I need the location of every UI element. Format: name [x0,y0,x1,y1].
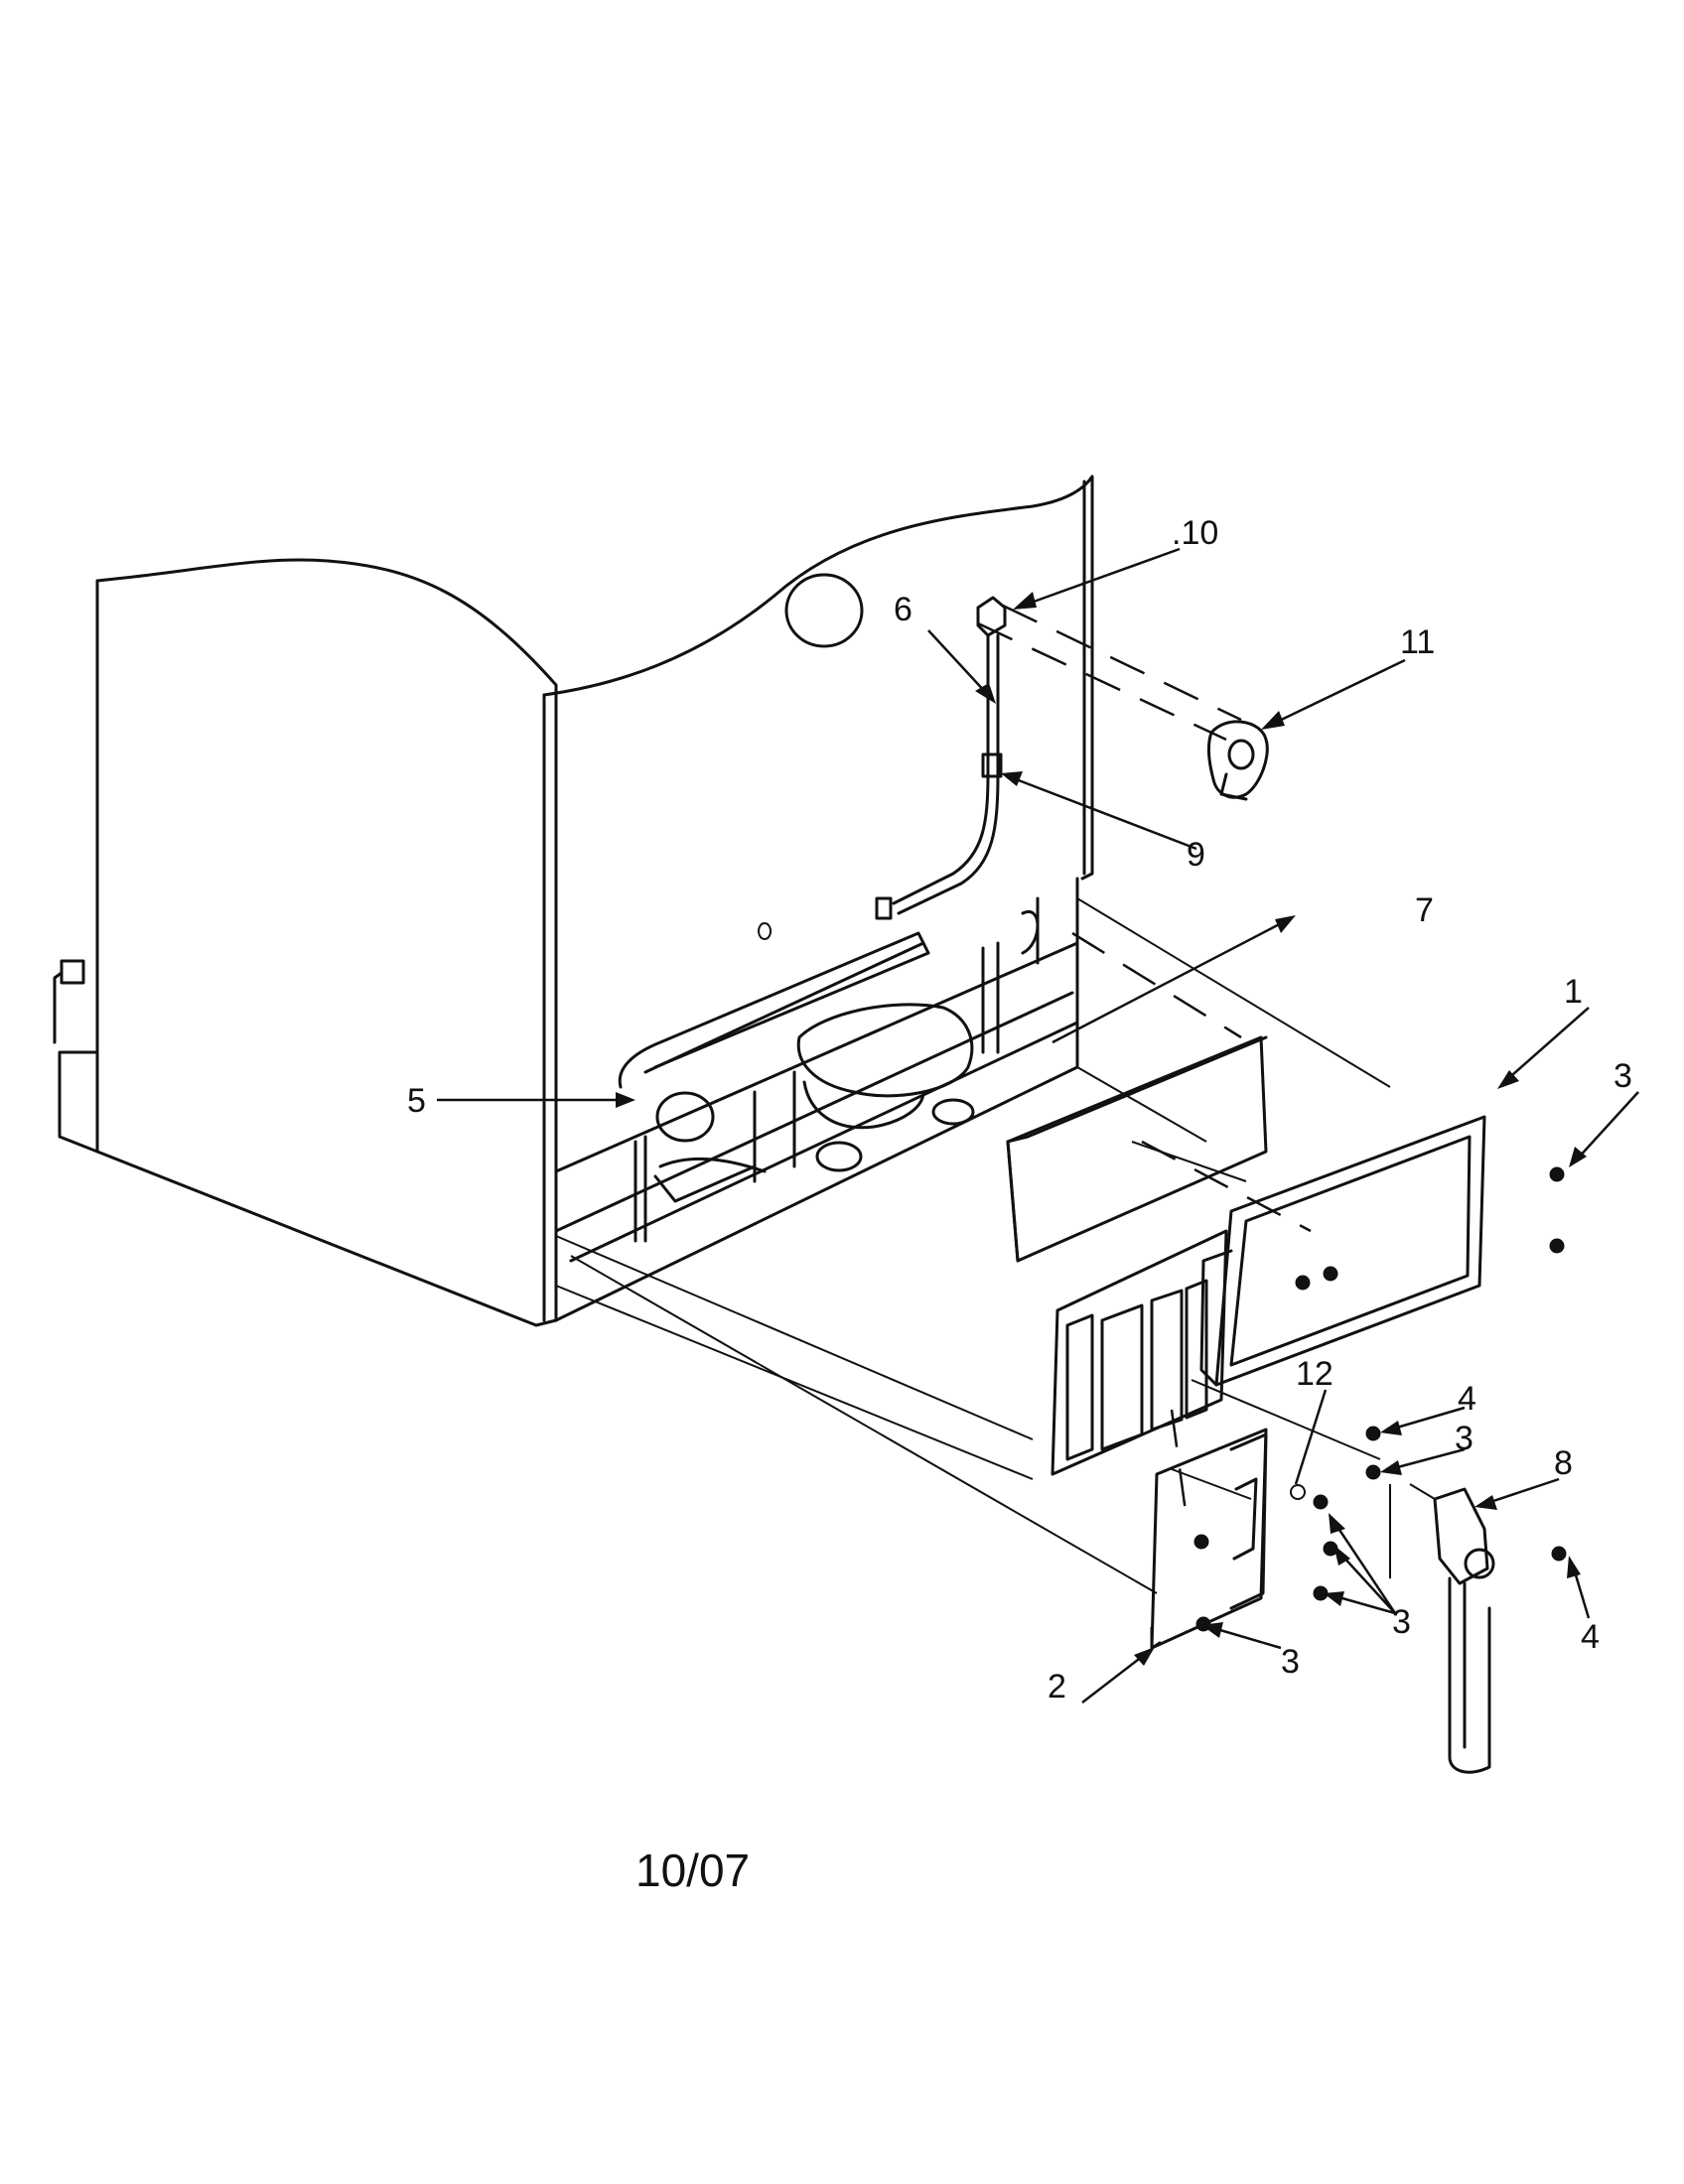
callout-7: 7 [1415,891,1434,929]
callout-8: 8 [1554,1444,1573,1482]
callout-3-mid: 3 [1455,1420,1474,1457]
tube-clamp [875,896,893,920]
revision-date: 10/07 [635,1844,750,1896]
drain-bracket [1433,1487,1495,1774]
callout-9: 9 [1187,836,1205,874]
water-valve-fitting [976,596,1007,637]
cabinet-back-panel [542,475,1094,1322]
dash-7-1 [1141,1140,1312,1233]
insulation-block [1006,1035,1268,1263]
tube-clip [981,752,1003,778]
callout-12: 12 [1296,1355,1333,1393]
callout-3-group: 3 [1392,1603,1411,1641]
screw-set [1193,1166,1567,1632]
callout-11: 11 [1400,623,1435,661]
water-line-tube [875,596,1007,920]
callout-1: 1 [1564,973,1583,1011]
dash-10-11-b [1002,604,1242,722]
callout-4-bottom: 4 [1581,1618,1600,1656]
callout-10: .10 [1172,514,1218,552]
callout-labels: .10 6 11 9 7 1 3 5 12 4 3 8 4 3 3 2 [407,514,1632,1706]
fitting-cap [1206,720,1269,801]
bracket-leader [1409,1483,1436,1500]
callout-leaders [437,547,1639,1704]
projection-lines [555,897,1391,1594]
dash-to-7 [1071,931,1242,1039]
machine-compartment [554,877,1079,1322]
callout-5: 5 [407,1082,426,1120]
callout-4-top: 4 [1458,1380,1476,1418]
access-panel [1199,1115,1486,1387]
front-grille [1051,1229,1228,1476]
dash-grille-2 [1170,1409,1189,1520]
cabinet-side-panel [53,558,558,1327]
callout-3-top: 3 [1614,1057,1632,1095]
kick-plate [1150,1428,1268,1650]
dash-10-11 [977,621,1227,742]
callout-3-bottom: 3 [1281,1643,1300,1681]
callout-6: 6 [894,591,912,628]
callout-2: 2 [1048,1668,1066,1706]
